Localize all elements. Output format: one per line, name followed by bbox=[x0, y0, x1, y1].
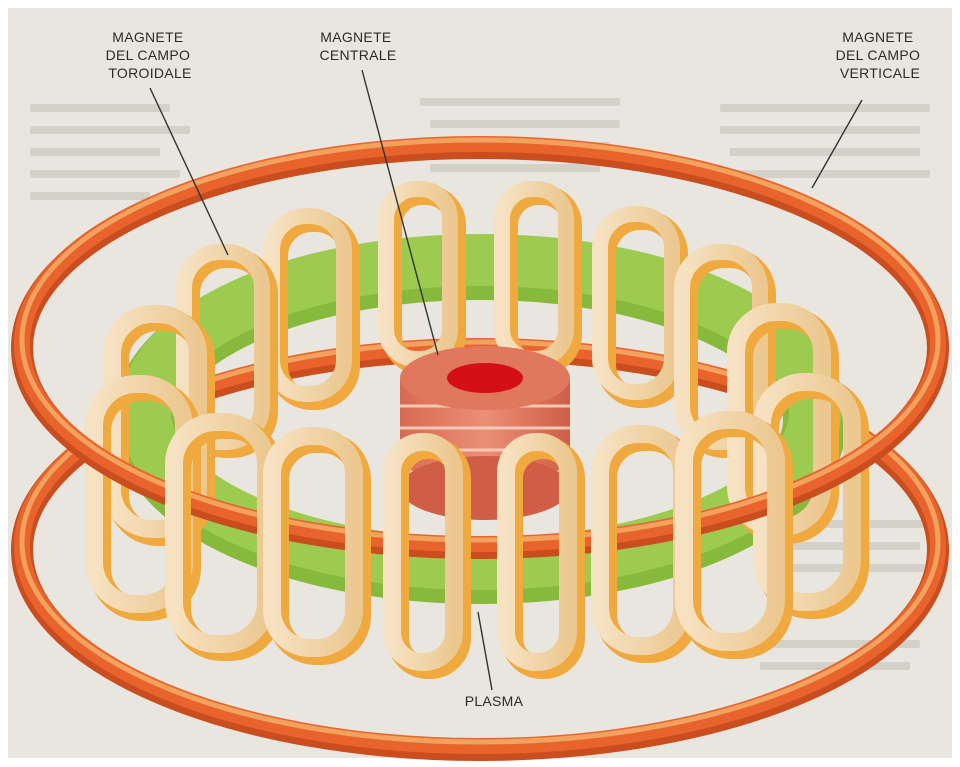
central-magnet bbox=[400, 346, 570, 520]
vertical-magnet-label: MAGNETE DEL CAMPO VERTICALE bbox=[836, 29, 925, 81]
toroidal-label-line-1: MAGNETE bbox=[112, 29, 183, 45]
toroidal-label-line-2: DEL CAMPO bbox=[106, 47, 191, 63]
toroidal-label-line-3: TOROIDALE bbox=[108, 65, 191, 81]
toroidal-magnet-label: MAGNETE DEL CAMPO TOROIDALE bbox=[106, 29, 195, 81]
vertical-label-line-3: VERTICALE bbox=[840, 65, 920, 81]
central-label-line-2: CENTRALE bbox=[319, 47, 396, 63]
vertical-label-line-2: DEL CAMPO bbox=[836, 47, 921, 63]
plasma-label: PLASMA bbox=[465, 693, 524, 709]
central-label-line-1: MAGNETE bbox=[320, 29, 391, 45]
vertical-label-line-1: MAGNETE bbox=[842, 29, 913, 45]
